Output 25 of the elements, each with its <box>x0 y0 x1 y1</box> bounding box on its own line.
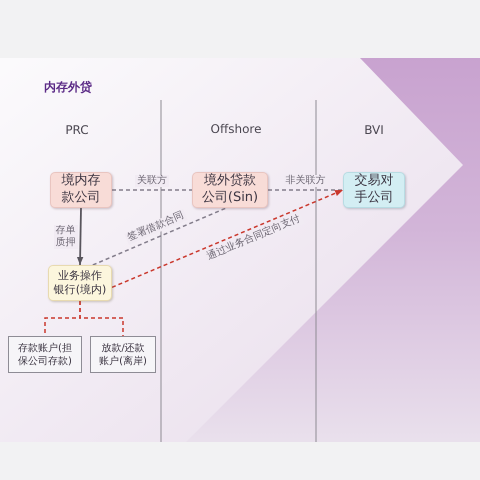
dashed-line <box>112 189 192 191</box>
node-text: 境内存款公司 <box>60 173 102 207</box>
node-text: 存款账户(担保公司存款) <box>17 342 73 368</box>
dashed-line <box>92 207 226 266</box>
bank-box <box>48 265 112 301</box>
account-box <box>90 336 156 373</box>
slide-title: 内存外贷 <box>44 80 92 94</box>
arrow <box>112 189 344 288</box>
company-box <box>50 172 112 208</box>
column-header: PRC <box>65 122 89 138</box>
node-text: 交易对手公司 <box>354 173 394 207</box>
arrow <box>76 208 84 266</box>
column-header: BVI <box>364 122 384 138</box>
node-text: 境外贷款公司(Sin) <box>200 173 260 207</box>
node-text: 放款/还款账户(离岸) <box>98 342 148 368</box>
column-header: Offshore <box>210 122 262 136</box>
company-box <box>343 172 405 208</box>
node-text: 业务操作银行(境内) <box>53 268 107 298</box>
edge-label: 关联方 <box>135 175 169 187</box>
dashed-line <box>79 301 124 336</box>
edge-label: 非关联方 <box>284 175 328 187</box>
edge-label: 存单质押 <box>54 224 78 248</box>
company-box <box>192 172 268 208</box>
account-box <box>8 336 82 373</box>
dashed-line <box>268 189 343 191</box>
